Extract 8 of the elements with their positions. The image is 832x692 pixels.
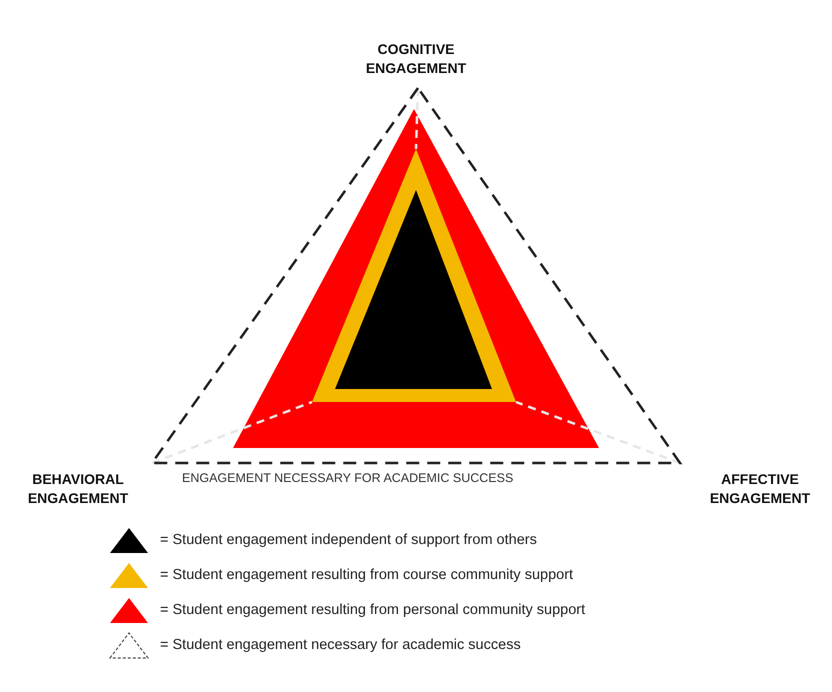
legend-text: = Student engagement resulting from personal community support (160, 602, 586, 618)
legend-text: = Student engagement resulting from course community support (160, 567, 574, 583)
legend-text: = Student engagement independent of support from others (160, 532, 537, 548)
legend-text: = Student engagement necessary for academic success (160, 637, 521, 653)
axis-label: COGNITIVE ENGAGEMENT (364, 40, 468, 78)
axis-label: AFFECTIVE ENGAGEMENT (708, 470, 812, 508)
base-label: ENGAGEMENT NECESSARY FOR ACADEMIC SUCCESS (182, 471, 514, 485)
axis-label: BEHAVIORAL ENGAGEMENT (26, 470, 130, 508)
